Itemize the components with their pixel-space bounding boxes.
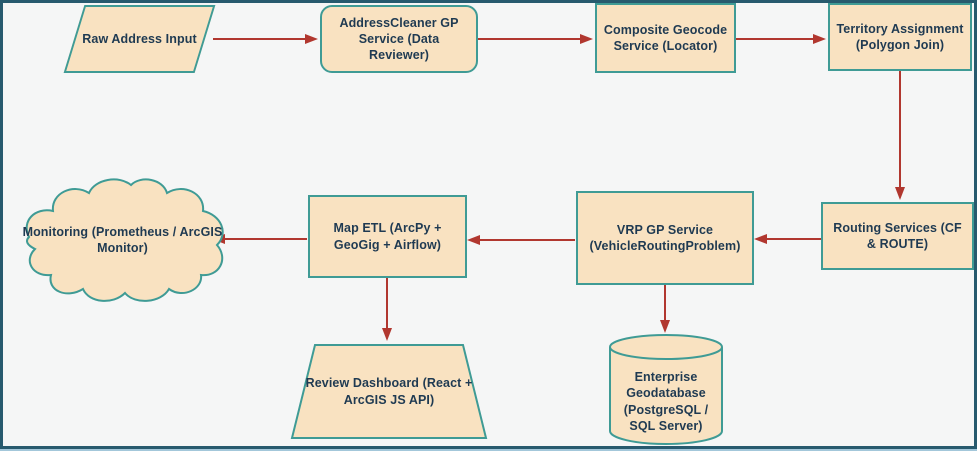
trapezoid-shape xyxy=(290,344,488,439)
node-composite-geocode[interactable]: Composite Geocode Service (Locator) xyxy=(595,3,736,73)
node-monitoring[interactable]: Monitoring (Prometheus / ArcGIS Monitor) xyxy=(15,175,230,305)
node-label: Enterprise Geodatabase (PostgreSQL / SQL… xyxy=(623,370,709,433)
node-label: Raw Address Input xyxy=(82,31,197,46)
node-routing-services[interactable]: Routing Services (CF & ROUTE) xyxy=(821,202,974,270)
node-label: AddressCleaner GP Service (Data Reviewer… xyxy=(339,15,459,63)
node-review-dashboard[interactable]: Review Dashboard (React + ArcGIS JS API) xyxy=(290,343,488,440)
cylinder-shape xyxy=(609,334,723,445)
node-vrp-service[interactable]: VRP GP Service (VehicleRoutingProblem) xyxy=(576,191,754,285)
node-label: Composite Geocode Service (Locator) xyxy=(603,22,728,53)
node-address-cleaner[interactable]: AddressCleaner GP Service (Data Reviewer… xyxy=(320,5,478,73)
node-label: Map ETL (ArcPy + GeoGig + Airflow) xyxy=(333,221,442,252)
node-territory-assignment[interactable]: Territory Assignment (Polygon Join) xyxy=(828,3,972,71)
cloud-shape xyxy=(25,178,224,302)
node-raw-address-input[interactable]: Raw Address Input xyxy=(63,5,216,73)
node-label: VRP GP Service (VehicleRoutingProblem) xyxy=(589,222,741,253)
node-label: Monitoring (Prometheus / ArcGIS Monitor) xyxy=(22,224,223,255)
node-label: Territory Assignment (Polygon Join) xyxy=(836,21,964,52)
node-enterprise-geodatabase[interactable]: Enterprise Geodatabase (PostgreSQL / SQL… xyxy=(608,333,724,446)
node-label: Routing Services (CF & ROUTE) xyxy=(833,220,962,251)
node-label: Review Dashboard (React + ArcGIS JS API) xyxy=(305,376,473,407)
node-map-etl[interactable]: Map ETL (ArcPy + GeoGig + Airflow) xyxy=(308,195,467,278)
